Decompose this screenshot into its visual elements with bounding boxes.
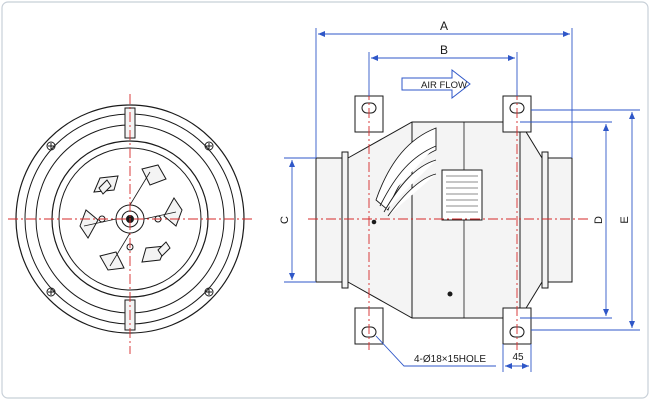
outlet-flange: [541, 151, 549, 289]
side-view: [315, 95, 573, 345]
side-centerlines: [308, 90, 590, 350]
label-e: E: [619, 216, 631, 223]
motor-fins: [446, 175, 478, 213]
impeller-blades: [79, 164, 183, 271]
label-a: A: [440, 19, 448, 33]
blade-profile: [375, 127, 437, 217]
flange-bolt-holes: [46, 141, 214, 297]
outlet-spigot: [545, 157, 573, 283]
dimension-lines: [284, 28, 640, 372]
label-hole-note: 4-Ø18×15HOLE: [414, 354, 486, 365]
label-b: B: [440, 43, 448, 57]
label-dim-45: 45: [512, 352, 524, 363]
inlet-spigot: [315, 157, 347, 283]
label-air-flow: AIR FLOW: [421, 80, 467, 91]
label-d: D: [593, 216, 605, 224]
air-flow-arrow: [401, 68, 471, 100]
body-screws: [371, 219, 453, 297]
inlet-flange: [341, 151, 349, 289]
front-centerlines: [8, 94, 252, 354]
hole-leader-line: [375, 335, 496, 367]
label-c: C: [279, 216, 291, 224]
impeller-spokes: [83, 171, 177, 267]
motor-block: [441, 169, 483, 221]
